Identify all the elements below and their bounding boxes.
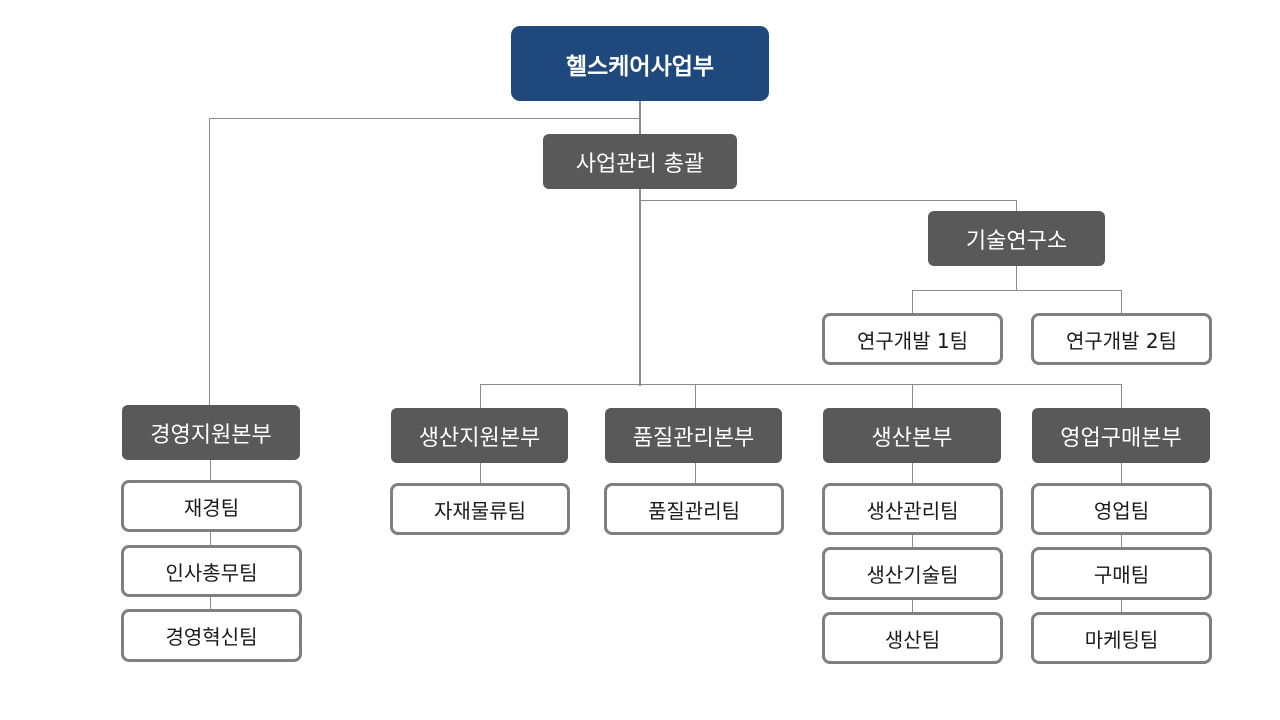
team-node: 영업팀 bbox=[1031, 483, 1212, 535]
connector-line bbox=[912, 290, 1122, 291]
team-node: 경영혁신팀 bbox=[121, 609, 302, 662]
connector-line bbox=[209, 118, 640, 119]
connector-line bbox=[912, 290, 913, 315]
division-node: 생산본부 bbox=[823, 408, 1001, 463]
team-node: 생산기술팀 bbox=[822, 547, 1003, 600]
team-node: 재경팀 bbox=[121, 480, 302, 532]
division-node: 품질관리본부 bbox=[605, 408, 782, 463]
connector-line bbox=[480, 384, 1122, 385]
division-node: 경영지원본부 bbox=[122, 405, 300, 460]
connector-line bbox=[480, 384, 481, 409]
research-team-node: 연구개발 1팀 bbox=[822, 313, 1003, 365]
team-node: 인사총무팀 bbox=[121, 545, 302, 597]
team-node: 생산팀 bbox=[822, 612, 1003, 664]
connector-line bbox=[1121, 290, 1122, 315]
connector-line bbox=[209, 118, 210, 406]
general-management-node: 사업관리 총괄 bbox=[543, 134, 737, 189]
connector-line bbox=[695, 384, 696, 409]
research-institute-node: 기술연구소 bbox=[928, 211, 1105, 266]
team-node: 생산관리팀 bbox=[822, 483, 1003, 535]
division-node: 영업구매본부 bbox=[1032, 408, 1210, 463]
team-node: 구매팀 bbox=[1031, 547, 1212, 600]
connector-line bbox=[639, 100, 641, 386]
root-node: 헬스케어사업부 bbox=[511, 26, 769, 101]
division-node: 생산지원본부 bbox=[391, 408, 568, 463]
team-node: 자재물류팀 bbox=[390, 483, 570, 535]
connector-line bbox=[1121, 384, 1122, 409]
team-node: 마케팅팀 bbox=[1031, 612, 1212, 664]
team-node: 품질관리팀 bbox=[604, 483, 784, 535]
connector-line bbox=[912, 384, 913, 409]
connector-line bbox=[640, 200, 1017, 201]
research-team-node: 연구개발 2팀 bbox=[1031, 313, 1212, 365]
connector-line bbox=[1016, 200, 1017, 212]
connector-line bbox=[695, 462, 696, 484]
connector-line bbox=[480, 462, 481, 484]
connector-line bbox=[1016, 265, 1017, 291]
